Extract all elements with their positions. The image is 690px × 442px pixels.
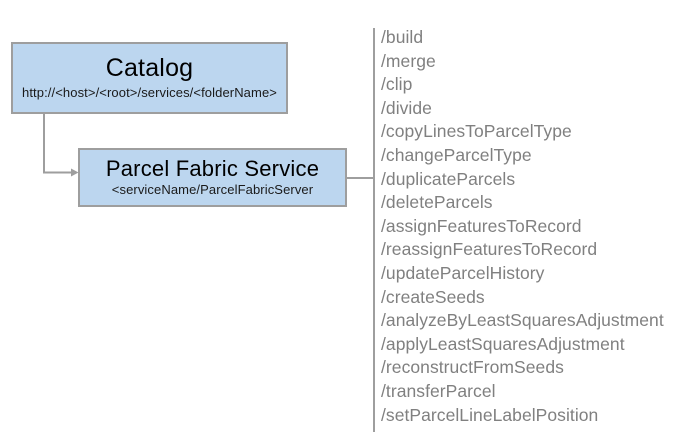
operation-item[interactable]: /duplicateParcels (381, 168, 516, 189)
operation-item[interactable]: /applyLeastSquaresAdjustment (381, 333, 625, 354)
operation-item[interactable]: /setParcelLineLabelPosition (381, 404, 599, 425)
operation-item[interactable]: /assignFeaturesToRecord (381, 215, 582, 236)
operation-item[interactable]: /copyLinesToParcelType (381, 121, 572, 142)
operation-item[interactable]: /transferParcel (381, 380, 496, 401)
catalog-node: Catalog http://<host>/<root>/services/<f… (11, 42, 288, 114)
operation-item[interactable]: /divide (381, 97, 432, 118)
parcel-fabric-service-node: Parcel Fabric Service <serviceName/Parce… (78, 148, 347, 207)
operation-item[interactable]: /analyzeByLeastSquaresAdjustment (381, 310, 664, 331)
operation-item[interactable]: /clip (381, 74, 413, 95)
operation-item[interactable]: /build (381, 27, 424, 47)
operations-list: /build/merge/clip/divide/copyLinesToParc… (381, 26, 683, 427)
operation-item[interactable]: /deleteParcels (381, 192, 493, 213)
operation-item[interactable]: /changeParcelType (381, 144, 532, 165)
operation-item[interactable]: /updateParcelHistory (381, 262, 545, 283)
parcel-fabric-service-node-path: <serviceName/ParcelFabricServer (111, 182, 314, 198)
catalog-node-title: Catalog (105, 54, 194, 83)
operation-item[interactable]: /createSeeds (381, 286, 485, 307)
parcel-fabric-service-node-title: Parcel Fabric Service (105, 156, 320, 182)
operation-item[interactable]: /merge (381, 50, 436, 71)
catalog-node-url: http://<host>/<root>/services/<folderNam… (22, 85, 277, 101)
operation-item[interactable]: /reconstructFromSeeds (381, 357, 564, 378)
catalog-to-parcel-connector (43, 114, 72, 174)
operations-divider (373, 28, 375, 432)
operation-item[interactable]: /reassignFeaturesToRecord (381, 239, 598, 260)
